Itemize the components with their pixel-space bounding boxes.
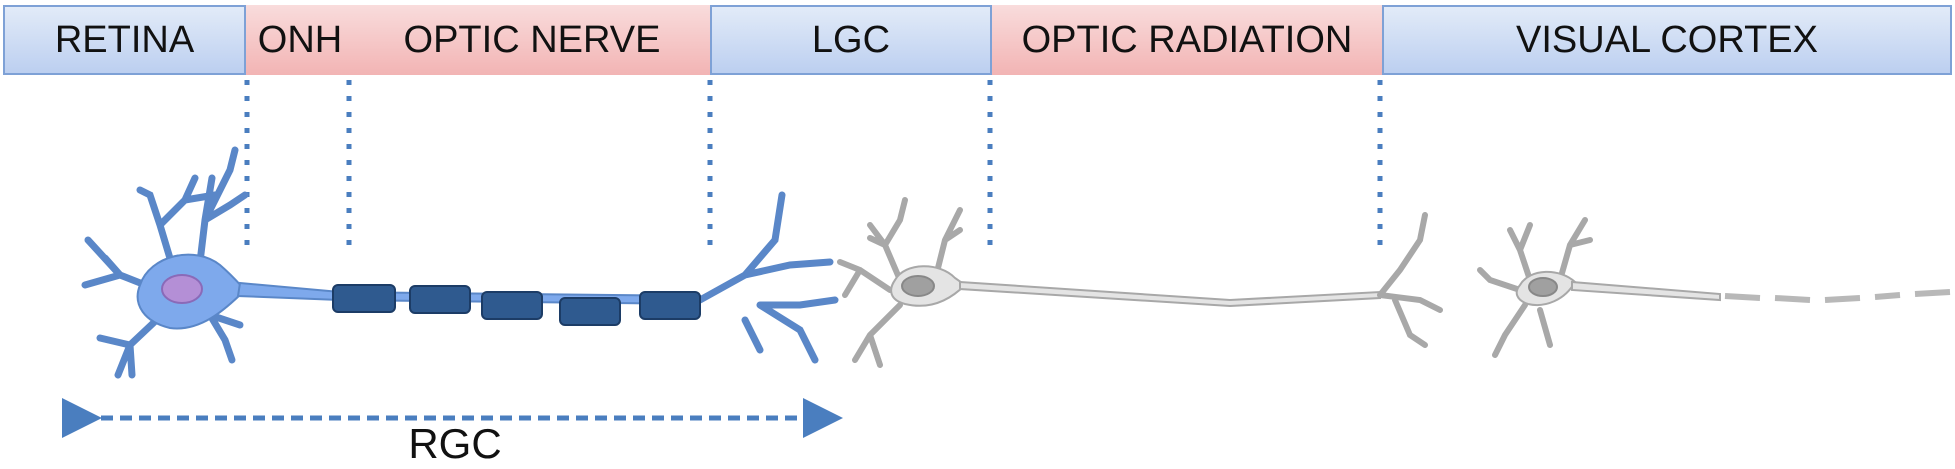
lgc-nucleus <box>901 275 935 297</box>
segment-onh: ONH <box>246 5 354 75</box>
segment-optic-nerve: OPTIC NERVE <box>354 5 710 75</box>
myelin-sheaths <box>332 284 701 326</box>
axon-continuation <box>1724 289 1951 303</box>
rgc-nucleus <box>161 274 203 304</box>
segment-retina-label: RETINA <box>54 18 195 61</box>
lgc-neuron <box>837 197 1443 368</box>
segment-visual-cortex-label: VISUAL CORTEX <box>1516 18 1818 61</box>
segment-visual-cortex: VISUAL CORTEX <box>1382 5 1952 75</box>
cortex-neuron <box>1477 217 1951 358</box>
segment-lgc-label: LGC <box>811 18 891 61</box>
segment-optic-radiation: OPTIC RADIATION <box>992 5 1382 75</box>
segment-retina: RETINA <box>3 5 246 75</box>
cortex-nucleus <box>1528 277 1558 297</box>
segment-onh-label: ONH <box>257 18 343 61</box>
rgc-neuron <box>81 146 839 379</box>
rgc-label: RGC <box>408 420 502 467</box>
segment-lgc: LGC <box>710 5 992 75</box>
segment-optic-nerve-label: OPTIC NERVE <box>403 18 661 61</box>
guide-lines <box>244 80 1383 250</box>
segment-optic-radiation-label: OPTIC RADIATION <box>1021 18 1353 61</box>
